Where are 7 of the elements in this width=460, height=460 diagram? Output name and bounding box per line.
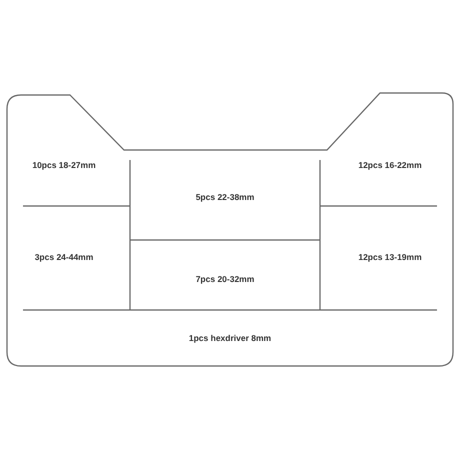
compartment-label: 5pcs 22-38mm: [196, 192, 254, 202]
compartment-label: 12pcs 16-22mm: [358, 160, 422, 170]
compartment-label: 10pcs 18-27mm: [32, 160, 96, 170]
compartment-label: 7pcs 20-32mm: [196, 274, 254, 284]
compartment-label: 1pcs hexdriver 8mm: [188, 333, 272, 343]
compartment-label: 3pcs 24-44mm: [34, 252, 94, 262]
compartment-label: 12pcs 13-19mm: [358, 252, 422, 262]
